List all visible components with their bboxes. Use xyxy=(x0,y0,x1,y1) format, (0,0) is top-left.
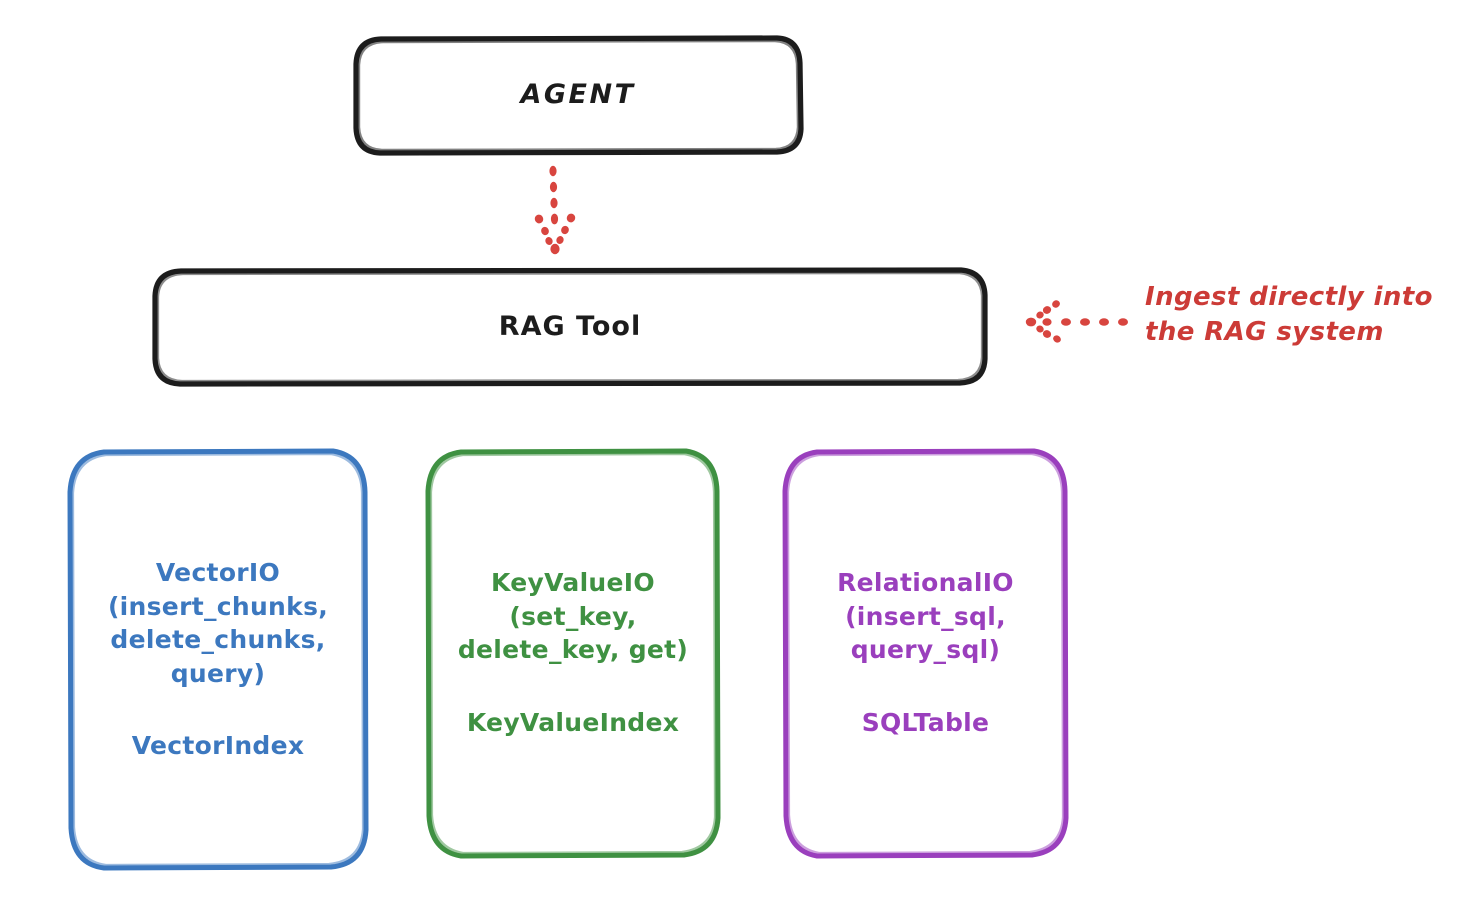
key-value-io-node[interactable]: KeyValueIO (set_key, delete_key, get) Ke… xyxy=(428,450,718,855)
key-value-io-box-outline xyxy=(425,448,721,859)
relational-io-node[interactable]: RelationalIO (insert_sql, query_sql) SQL… xyxy=(785,450,1066,855)
rag-tool-node[interactable]: RAG Tool xyxy=(155,270,985,384)
ingest-annotation-text: Ingest directly into the RAG system xyxy=(1145,282,1433,348)
sql-table-label: SQLTable xyxy=(861,707,990,737)
agent-node[interactable]: AGENT xyxy=(356,38,800,153)
rag-tool-box-outline xyxy=(152,267,988,387)
key-value-index-label: KeyValueIndex xyxy=(466,707,680,737)
relational-io-label: RelationalIO (insert_sql, query_sql) xyxy=(837,568,1014,665)
ingest-to-rag-tool-arrow xyxy=(1025,300,1128,343)
vector-io-node[interactable]: VectorIO (insert_chunks, delete_chunks, … xyxy=(70,450,366,868)
agent-box-outline xyxy=(353,35,804,156)
agent-label: AGENT xyxy=(520,79,636,111)
vector-index-label: VectorIndex xyxy=(131,731,305,760)
vector-io-box-outline xyxy=(67,448,369,871)
vector-io-label: VectorIO (insert_chunks, delete_chunks, … xyxy=(107,558,329,688)
key-value-io-label: KeyValueIO (set_key, delete_key, get) xyxy=(457,568,689,665)
relational-io-box-outline xyxy=(782,448,1069,859)
agent-to-rag-tool-arrow xyxy=(534,165,576,255)
rag-tool-label: RAG Tool xyxy=(498,310,642,342)
